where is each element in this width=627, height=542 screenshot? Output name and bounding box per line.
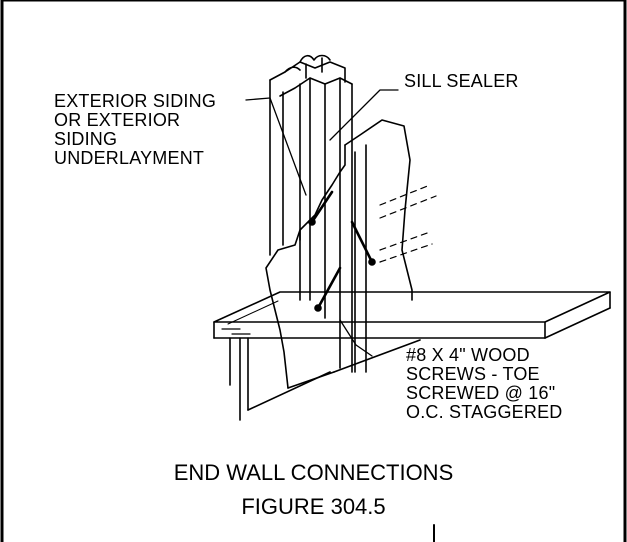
floor-beam bbox=[213, 291, 611, 421]
sill-sealer-label: SILL SEALER bbox=[404, 71, 519, 91]
caption-figure: FIGURE 304.5 bbox=[241, 494, 386, 519]
caption-title: END WALL CONNECTIONS bbox=[173, 460, 454, 485]
screws-label: #8 X 4" WOOD SCREWS - TOE SCREWED @ 16" … bbox=[406, 345, 563, 422]
siding-label: EXTERIOR SIDING OR EXTERIOR SIDING UNDER… bbox=[54, 91, 217, 168]
leader-lines bbox=[245, 89, 399, 357]
toe-screws bbox=[308, 190, 376, 312]
end-wall-studs bbox=[269, 54, 353, 373]
side-wall-section bbox=[265, 119, 437, 389]
